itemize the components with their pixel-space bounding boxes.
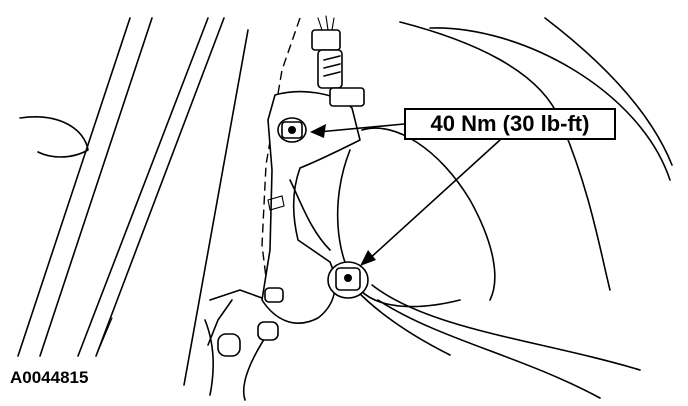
lower-bolt [327, 261, 369, 299]
frame-rail-lines [17, 17, 249, 386]
torque-spec-label: 40 Nm (30 lb-ft) [404, 108, 616, 140]
mount-bracket [204, 90, 361, 401]
upper-bolt [277, 117, 307, 143]
callout-leader-arrows [310, 123, 501, 266]
dashed-outline [261, 17, 301, 311]
figure-id-label: A0044815 [10, 368, 89, 387]
exhaust-housing [336, 17, 673, 399]
oxygen-sensor [311, 15, 365, 107]
